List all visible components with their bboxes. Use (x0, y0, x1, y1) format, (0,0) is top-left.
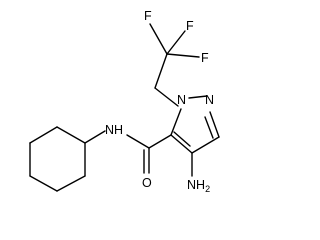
atom-label-amine-nh: NH (187, 178, 205, 192)
bond-nh-cy (84, 130, 106, 144)
atom-label-f3: F (201, 51, 209, 65)
bond-n2-c3 (209, 111, 220, 138)
bond-c5-n1 (170, 108, 182, 136)
bond-n2-c3-double (204, 116, 214, 139)
bond-cy-1 (56, 126, 86, 144)
bond-c3-c4 (191, 136, 220, 154)
bond-cy-4 (29, 175, 58, 192)
bond-n1-n2 (188, 95, 208, 99)
atom-label-amine-subscript: 2 (205, 184, 210, 194)
atom-label-n2: N (205, 93, 214, 107)
bond-c4-c5 (170, 134, 193, 154)
chemical-structure: F F F N N NH O NH2 (29, 9, 220, 194)
bond-c5-carbonyl (148, 134, 172, 149)
bond-c-f3 (166, 53, 200, 58)
atom-label-amide-nh: NH (105, 123, 123, 137)
bond-c-f1 (149, 23, 168, 55)
atom-label-n1: N (177, 93, 186, 107)
bond-cy-5 (56, 175, 86, 192)
atom-label-f2: F (186, 19, 194, 33)
bond-ch2-n1 (154, 87, 179, 107)
bond-c-f2 (166, 30, 186, 55)
bond-c4-c5-double (173, 131, 191, 147)
bond-carbonyl-nh (126, 134, 150, 149)
bond-c-ch2 (154, 53, 168, 89)
atom-label-amine: NH2 (187, 178, 210, 194)
bond-cy-2 (29, 126, 58, 144)
atom-label-f1: F (144, 9, 152, 23)
atom-label-o: O (142, 176, 152, 190)
